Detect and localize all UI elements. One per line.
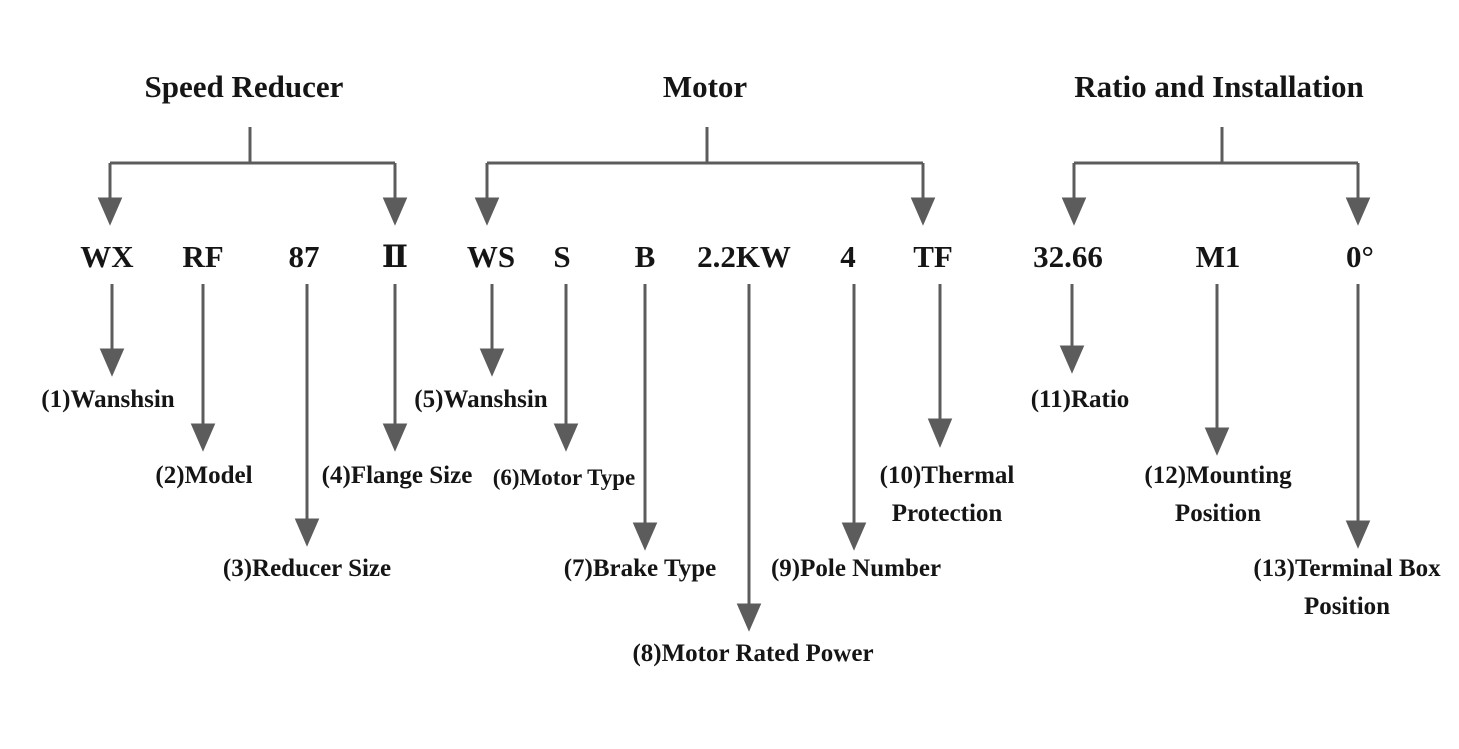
arrow-s-to-label6 [553,284,579,452]
arrow-b-to-label7 [632,284,658,551]
code-22kw: 2.2KW [697,239,791,274]
label-3-reducer-size: (3)Reducer Size [222,555,392,582]
down-arrow-icon [910,197,936,226]
group-title-ratio-and-installation: Ratio and Installation [1074,69,1364,104]
code-ws: WS [466,239,516,274]
label-8-motor-rated-power: (8)Motor Rated Power [632,640,874,667]
arrow-87-to-label3 [294,284,320,547]
label-2-model: (2)Model [155,462,253,489]
label-4-flange-size: (4)Flange Size [321,462,473,489]
label-line: (10)Thermal [879,462,1015,489]
speed-reducer-tree-connector [97,127,408,226]
down-arrow-icon [1061,197,1087,226]
label-9-pole-number: (9)Pole Number [770,555,942,582]
group-title-speed-reducer: Speed Reducer [144,69,344,104]
code-0deg: 0° [1346,239,1374,274]
down-arrow-icon [97,197,123,226]
arrow-m1-to-label12 [1204,284,1230,456]
label-1-wanshsin: (1)Wanshsin [41,386,175,413]
label-10-thermal-protection: (10)Thermal Protection [880,457,1015,533]
arrow-ii-to-label4 [382,284,408,452]
arrow-0deg-to-label13 [1345,284,1371,549]
label-line: Position [1174,500,1262,527]
label-6-motor-type: (6)Motor Type [492,465,636,490]
arrow-22kw-to-label8 [736,284,762,632]
code-4: 4 [840,239,856,274]
code-rf: RF [182,239,224,274]
down-arrow-icon [1345,197,1371,226]
arrow-4-to-label9 [841,284,867,551]
group-title-motor: Motor [662,69,748,104]
code-87: 87 [288,239,320,274]
label-line: (13)Terminal Box [1253,555,1441,582]
label-7-brake-type: (7)Brake Type [563,555,717,582]
code-s: S [553,239,571,274]
label-line: Position [1303,593,1391,620]
arrow-wx-to-label1 [99,284,125,377]
code-tf: TF [913,239,953,274]
code-wx: WX [80,239,134,274]
code-3266: 32.66 [1033,239,1103,274]
label-13-terminal-box-position: (13)Terminal Box Position [1253,550,1440,626]
arrow-rf-to-label2 [190,284,216,452]
code-b: B [634,239,656,274]
label-line: (12)Mounting [1144,462,1292,489]
arrow-ws-to-label5 [479,284,505,377]
label-5-wanshsin: (5)Wanshsin [414,386,548,413]
code-m1: M1 [1195,239,1241,274]
label-11-ratio: (11)Ratio [1030,386,1130,413]
label-12-mounting-position: (12)Mounting Position [1144,457,1291,533]
arrow-tf-to-label10 [927,284,953,448]
down-arrow-icon [474,197,500,226]
down-arrow-icon [382,197,408,226]
motor-tree-connector [474,127,936,226]
ratio-installation-tree-connector [1061,127,1371,226]
arrow-3266-to-label11 [1059,284,1085,374]
label-line: Protection [891,500,1003,527]
code-ii: Ⅱ [381,239,409,274]
